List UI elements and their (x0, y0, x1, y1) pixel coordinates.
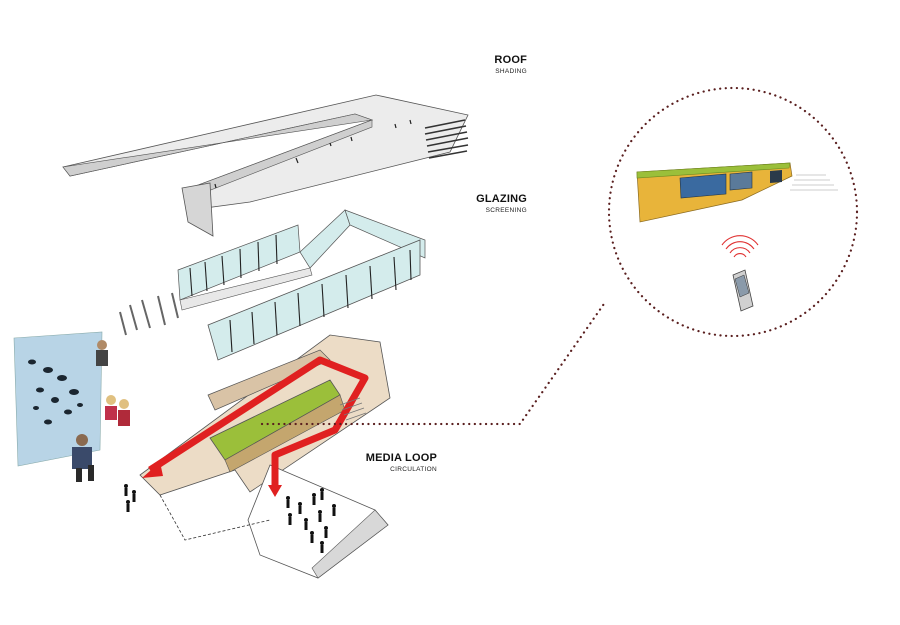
mobile-phone-icon (721, 235, 759, 312)
visitor-figures (72, 340, 130, 482)
roof-shading-layer (62, 94, 469, 237)
roof-title: ROOF (494, 54, 527, 66)
media-loop-layer (139, 334, 391, 579)
glazing-mullions (119, 292, 179, 336)
glazing-screening-layer (119, 209, 426, 361)
media-loop-subtitle: CIRCULATION (390, 466, 437, 473)
media-loop-label: MEDIA LOOP CIRCULATION (356, 452, 437, 473)
roof-louvers (424, 119, 469, 159)
roof-label: ROOF SHADING (460, 54, 527, 75)
media-loop-title: MEDIA LOOP (365, 452, 437, 464)
detail-callout (260, 86, 859, 426)
media-wall-photo (13, 331, 130, 482)
roof-subtitle: SHADING (495, 68, 527, 75)
media-wall-detail (636, 162, 838, 223)
glazing-subtitle: SCREENING (485, 207, 527, 214)
people-figures (124, 484, 336, 553)
glazing-title: GLAZING (476, 193, 527, 205)
glazing-label: GLAZING SCREENING (440, 193, 527, 214)
